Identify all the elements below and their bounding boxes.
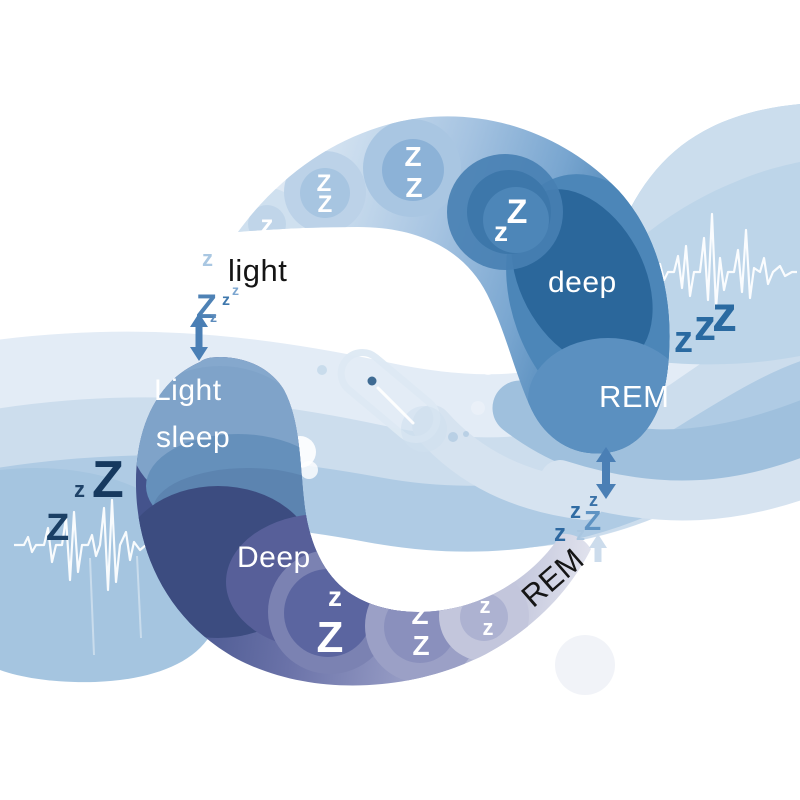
z-letter: z [674, 319, 693, 361]
zzz-icon: Z [405, 172, 422, 203]
eeg-waveform-right [646, 212, 797, 310]
top-right-wave-blob-highlight [611, 104, 800, 266]
zzz-cluster-left-navy: Z z Z [46, 451, 124, 549]
zzz-icon: Z [317, 170, 332, 197]
wave-band-right-pale [540, 458, 800, 521]
up-arrow-icon [589, 534, 607, 562]
zzz-icon: Z [411, 599, 428, 630]
z-letter: Z [584, 505, 601, 536]
double-arrow-icon [596, 447, 616, 499]
z-letter: Z [46, 507, 69, 549]
label-deep-bottom: Deep [237, 541, 311, 574]
z-letter: z [74, 477, 85, 502]
capsule-icon [337, 349, 447, 452]
zzz-icon: Z [507, 193, 528, 231]
zzz-icon: z [483, 615, 494, 640]
label-light-sleep-line2: sleep [156, 421, 230, 454]
zzz-icon: z [328, 581, 342, 612]
z-letter: z [712, 286, 737, 342]
zzz-icon: Z [412, 630, 429, 661]
label-light-sleep-line1: Light [154, 374, 222, 407]
zzz-icon: Z [318, 191, 333, 218]
zzz-icon: Z [317, 613, 344, 662]
sleep-stage-circle [382, 139, 444, 201]
zzz-icon: z [480, 593, 491, 618]
zzz-icon: Z [404, 141, 421, 172]
sleep-stage-circle-inner [483, 187, 549, 253]
capsule-end-glow [401, 406, 447, 452]
z-letter: z [694, 301, 716, 350]
sleep-stage-circle [300, 168, 350, 218]
bottom-sleep-arc: z Z Z Z z z Light sleep Deep [135, 357, 592, 686]
z-letter: z [232, 282, 239, 298]
z-letter: z [210, 309, 217, 325]
label-light: light [228, 253, 287, 288]
double-arrow-icon [190, 313, 208, 361]
zzz-cluster-mid-right: z z Z z z [554, 490, 601, 547]
z-letter: z [554, 520, 566, 547]
z-letter: z [570, 498, 581, 523]
zzz-cluster-right-dark: z z z [674, 286, 737, 361]
z-letter: Z [92, 451, 124, 509]
z-letter: z [202, 246, 213, 271]
zzz-icon: z [494, 216, 508, 247]
capsule-dot [367, 376, 377, 386]
eeg-waveform-left [14, 498, 154, 656]
z-letter: z [222, 292, 230, 309]
z-letter: z [589, 490, 598, 510]
label-deep-top: deep [548, 266, 617, 299]
z-letter: z [576, 524, 585, 544]
zzz-icon: z [261, 209, 274, 239]
label-rem-top: REM [599, 379, 669, 414]
sleep-stage-circle [460, 593, 508, 641]
